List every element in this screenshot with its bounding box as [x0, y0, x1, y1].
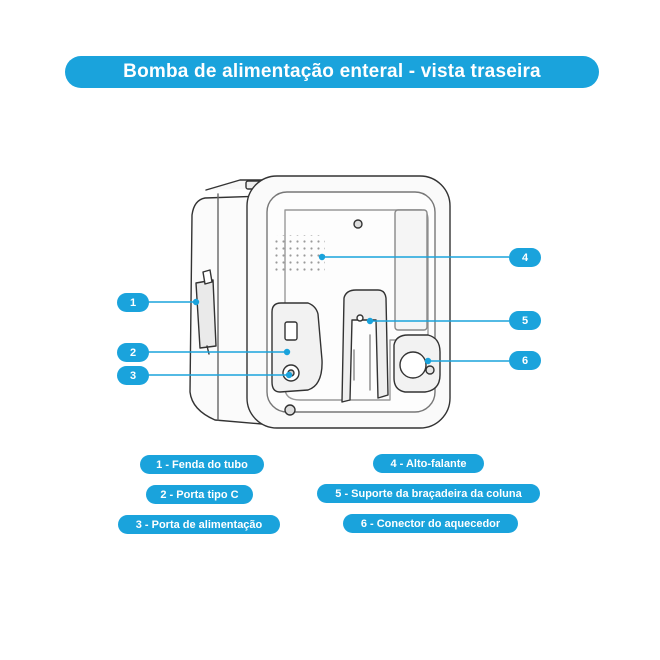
legend-item-1: 1 - Fenda do tubo — [140, 455, 264, 474]
callout-badge-1: 1 — [117, 293, 149, 312]
legend-item-5: 5 - Suporte da braçadeira da coluna — [317, 484, 540, 503]
screw-top — [353, 219, 363, 229]
callout-badge-4: 4 — [509, 248, 541, 267]
callout-badge-5: 5 — [509, 311, 541, 330]
legend-item-4: 4 - Alto-falante — [373, 454, 484, 473]
legend-item-3: 3 - Porta de alimentação — [118, 515, 280, 534]
diagram-title: Bomba de alimentação enteral - vista tra… — [65, 56, 599, 88]
pole-clamp-bracket — [341, 289, 389, 403]
tube-slot — [195, 279, 217, 349]
callout-badge-6: 6 — [509, 351, 541, 370]
legend-item-2: 2 - Porta tipo C — [146, 485, 253, 504]
heater-connector — [399, 351, 427, 379]
type-c-port — [284, 321, 298, 341]
legend-item-6: 6 - Conector do aquecedor — [343, 514, 518, 533]
speaker-grille — [275, 235, 325, 275]
callout-badge-3: 3 — [117, 366, 149, 385]
callout-badge-2: 2 — [117, 343, 149, 362]
screw-bottom-left — [284, 404, 296, 416]
